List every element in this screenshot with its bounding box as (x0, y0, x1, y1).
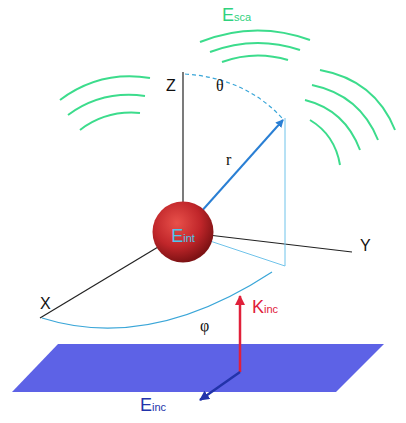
incident-field-label: Einc (140, 396, 166, 414)
k-incident-arrow (239, 296, 242, 372)
angle-label: φ (200, 318, 209, 334)
internal-field-label: Eint (171, 227, 195, 245)
theta-arc (185, 74, 282, 118)
axis-label: Y (360, 238, 371, 254)
e-incident-arrow (200, 372, 240, 400)
angle-label: θ (216, 78, 224, 94)
incident-plane (12, 344, 384, 392)
axis-label: X (40, 296, 51, 312)
radius-label: r (226, 152, 231, 168)
axis-label: Z (166, 78, 176, 94)
phi-arc (42, 272, 272, 328)
axes (40, 72, 352, 318)
wave-vector-label: Kinc (252, 298, 278, 316)
scattered-waves (60, 30, 395, 165)
particle-sphere: Eint (152, 201, 214, 263)
scattered-field-label: Esca (222, 6, 251, 24)
